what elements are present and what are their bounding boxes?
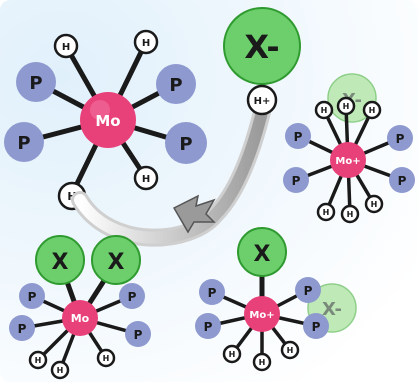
molybdenum-cation-center: Mo+: [244, 296, 280, 332]
hydrogen-atom: H: [50, 360, 70, 380]
svg-text:P: P: [312, 320, 321, 334]
svg-text:Mo+: Mo+: [335, 156, 360, 167]
complex-cation-anion: X- X P P P P H: [195, 227, 357, 372]
svg-text:H: H: [369, 106, 376, 115]
hydrogen-atom: H: [133, 29, 159, 55]
curved-arrow-icon: [71, 103, 271, 247]
svg-text:P: P: [179, 134, 192, 155]
svg-text:P: P: [292, 174, 301, 188]
svg-text:Mo: Mo: [71, 312, 90, 325]
hydrogen-atom: H: [336, 96, 356, 116]
anion-ligand: X: [91, 235, 141, 285]
svg-text:H: H: [142, 38, 150, 49]
hydrogen-atom: H: [340, 204, 360, 224]
svg-text:P: P: [29, 73, 42, 94]
acid-hx: X- H+: [223, 7, 301, 116]
svg-text:P: P: [294, 130, 303, 144]
svg-text:Mo: Mo: [95, 112, 120, 130]
hydrogen-atom: H: [364, 194, 384, 214]
proton-atom: H+: [246, 84, 278, 116]
phosphine-ligand: P: [9, 315, 35, 341]
phosphine-ligand: P: [4, 122, 44, 162]
molybdenum-center: Mo: [80, 92, 136, 148]
svg-text:P: P: [128, 290, 137, 304]
phosphine-ligand: P: [303, 313, 329, 339]
anion-large: X-: [223, 7, 301, 85]
hydrogen-atom: H: [133, 165, 159, 191]
svg-text:P: P: [304, 284, 313, 298]
phosphine-ligand: P: [16, 62, 56, 102]
hydrogen-atom: H: [314, 100, 334, 120]
svg-text:P: P: [398, 174, 407, 188]
svg-text:P: P: [169, 75, 182, 96]
phosphine-ligand: P: [283, 167, 309, 193]
svg-text:H: H: [103, 354, 110, 363]
svg-text:H: H: [259, 358, 266, 367]
svg-text:Mo+: Mo+: [249, 310, 274, 321]
svg-text:X: X: [52, 250, 69, 275]
svg-text:H+: H+: [254, 96, 271, 107]
hydrogen-atom: H: [316, 202, 336, 222]
phosphine-ligand: P: [19, 283, 45, 309]
complex-cation-trihydride: X- P P P P H: [283, 73, 415, 224]
svg-text:H: H: [347, 210, 354, 219]
svg-text:H: H: [343, 102, 350, 111]
phosphine-ligand: P: [119, 283, 145, 309]
anion-ligand: X: [35, 235, 85, 285]
hydrogen-atom: H: [222, 344, 242, 364]
svg-text:H: H: [321, 106, 328, 115]
svg-text:H: H: [323, 208, 330, 217]
svg-text:X-: X-: [322, 299, 342, 320]
hydrogen-atom: H: [53, 33, 79, 59]
svg-text:H: H: [371, 200, 378, 209]
phosphine-ligand: P: [165, 122, 207, 164]
svg-text:P: P: [17, 133, 30, 154]
svg-text:X: X: [254, 242, 271, 267]
svg-text:H: H: [35, 356, 42, 365]
hydrogen-atom: H: [252, 352, 272, 372]
svg-text:H: H: [287, 346, 294, 355]
complex-mo-hydride: P P P P H H H H: [4, 29, 207, 211]
hydrogen-atom: H: [28, 350, 48, 370]
phosphine-ligand: P: [199, 279, 225, 305]
svg-text:P: P: [204, 320, 213, 334]
svg-text:P: P: [28, 290, 37, 304]
svg-text:H: H: [57, 366, 64, 375]
phosphine-ligand: P: [125, 321, 151, 347]
phosphine-ligand: P: [285, 123, 311, 149]
hydrogen-atom: H: [280, 340, 300, 360]
phosphine-ligand: P: [295, 277, 321, 303]
anion-ligand: X: [237, 227, 287, 277]
phosphine-ligand: P: [156, 64, 196, 104]
phosphine-ligand: P: [389, 167, 415, 193]
svg-text:H: H: [229, 350, 236, 359]
molybdenum-cation-center: Mo+: [330, 142, 366, 178]
svg-text:H: H: [62, 42, 70, 53]
complex-mo-dianion: X X P P P P H H: [9, 235, 151, 380]
phosphine-ligand: P: [387, 125, 413, 151]
svg-text:P: P: [134, 328, 143, 342]
hydrogen-atom: H: [96, 348, 116, 368]
svg-text:X-: X-: [244, 28, 279, 66]
phosphine-ligand: P: [195, 313, 221, 339]
hydrogen-atom: H: [362, 100, 382, 120]
molybdenum-center: Mo: [62, 300, 98, 336]
svg-text:P: P: [396, 132, 405, 146]
svg-text:X: X: [108, 250, 125, 275]
svg-text:P: P: [18, 322, 27, 336]
svg-text:P: P: [208, 286, 217, 300]
svg-text:H: H: [142, 174, 150, 185]
